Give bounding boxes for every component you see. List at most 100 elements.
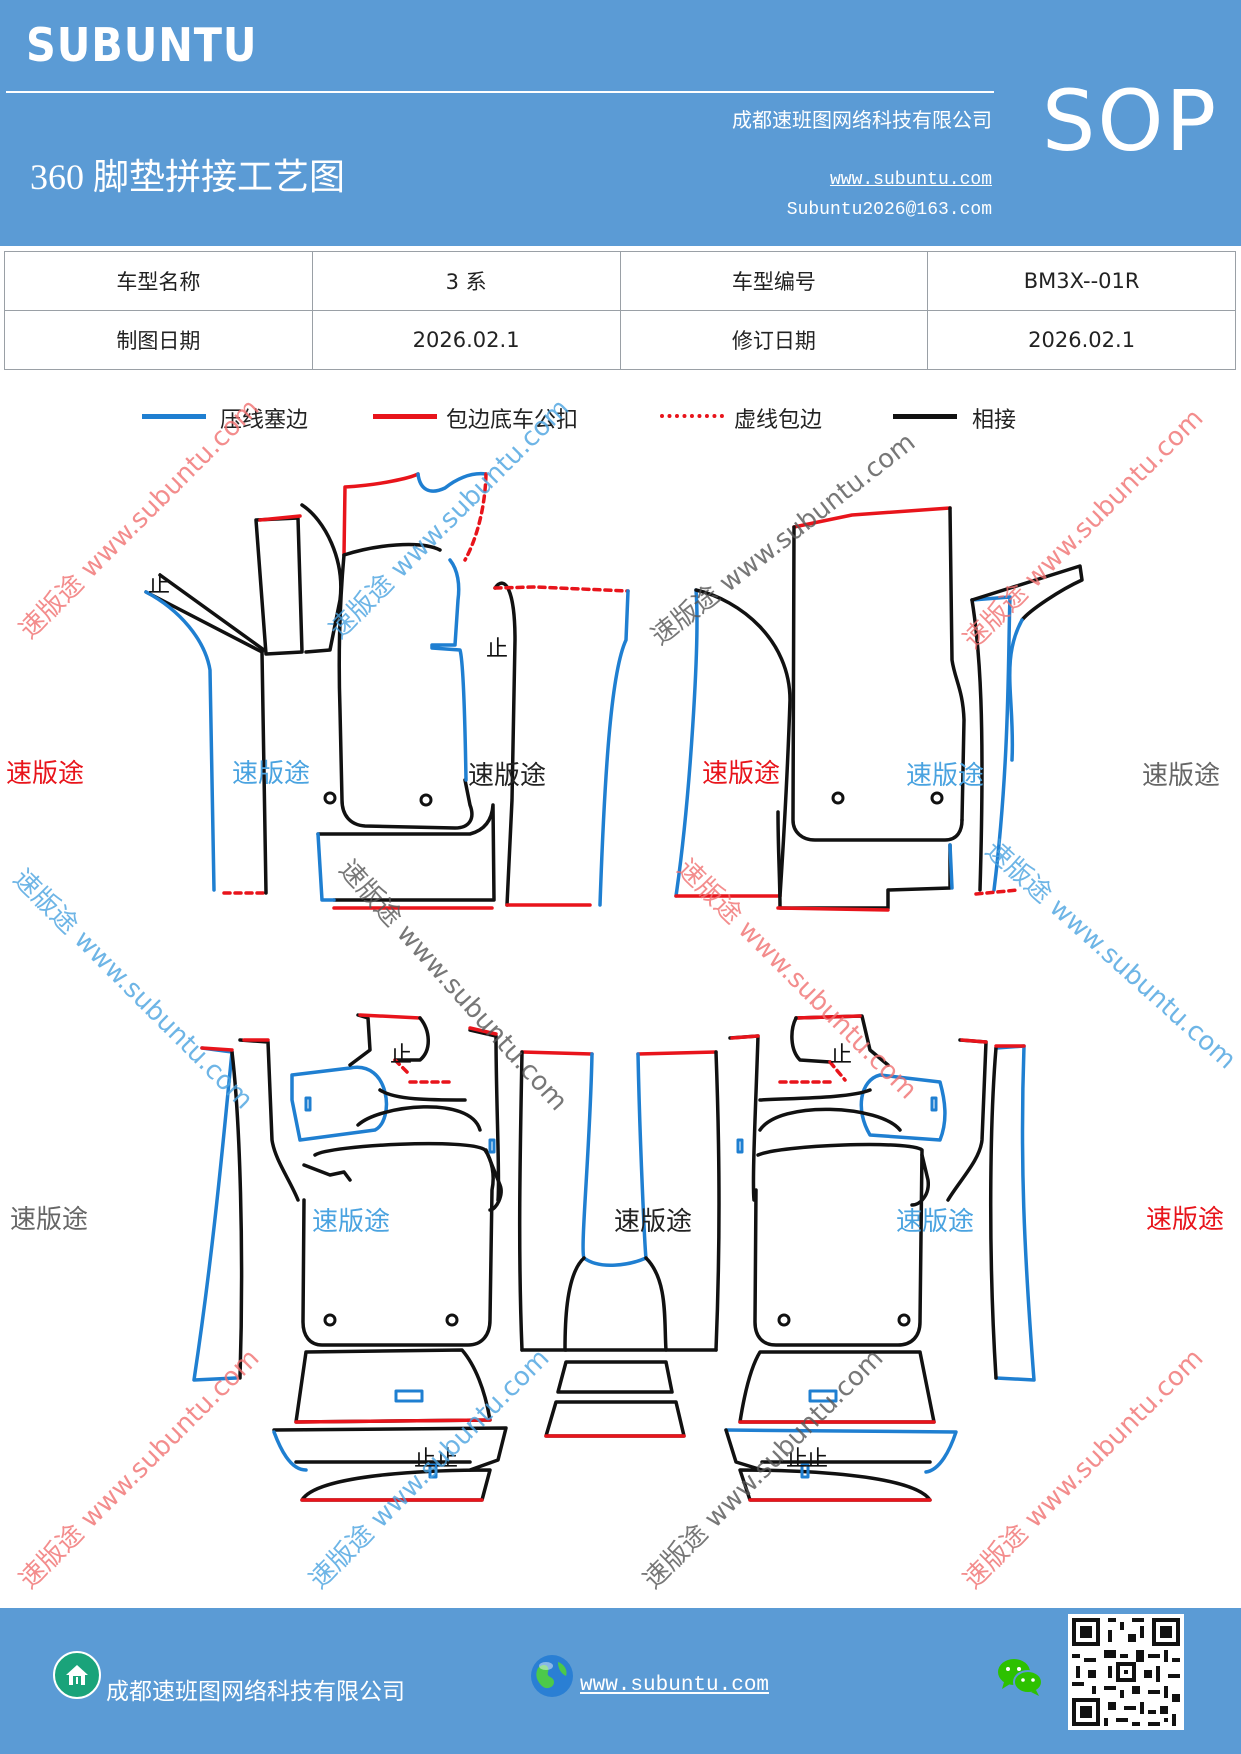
mat-slot (800, 1463, 810, 1479)
mat-edge (859, 1073, 947, 1142)
mat-slot (808, 1389, 838, 1403)
mat-group-bottom-right (724, 1014, 1036, 1502)
mat-edge (970, 595, 1012, 892)
mat-edge (970, 598, 984, 892)
watermark-text: 速版途 (232, 759, 310, 789)
watermark-text: 速版途 www.subuntu.com (638, 1343, 890, 1595)
mat-edge (636, 1050, 718, 1056)
mat-edge (730, 1034, 760, 1040)
legend-swatch-red-dashed (660, 414, 724, 418)
mat-edge (272, 1426, 508, 1472)
mat-edge (272, 1430, 308, 1472)
mat-clip-hole (445, 1313, 459, 1327)
legend-swatch-red (373, 414, 437, 419)
mat-edge (948, 506, 966, 822)
table-row: 车型名称 3 系 车型编号 BM3X--01R (4, 251, 1236, 311)
mat-edge (393, 1016, 430, 1062)
mat-edge (910, 1153, 930, 1207)
mat-edge (994, 1044, 1036, 1382)
document-title: 360 脚垫拼接工艺图 (30, 157, 346, 197)
stop-marks: 止 止 止 止 止 止 止 止 (148, 573, 852, 1472)
mat-edge (758, 1107, 902, 1132)
vehicle-info-table: 车型名称 3 系 车型编号 BM3X--01R 制图日期 2026.02.1 修… (4, 251, 1236, 370)
mat-edge (728, 1034, 760, 1202)
watermark-text: 速版途 (6, 759, 84, 789)
mat-clip-hole (323, 791, 337, 805)
mat-clip-hole (897, 1313, 911, 1327)
mat-edge (358, 1013, 422, 1020)
mat-edge (828, 1060, 847, 1082)
mat-edge (416, 471, 488, 493)
mat-edge (302, 1163, 352, 1182)
stop-mark: 止 (806, 1447, 828, 1472)
mat-edge (520, 1050, 594, 1056)
mat-edge (791, 525, 964, 842)
mat-edge (598, 589, 630, 907)
mat-edge (556, 1360, 674, 1394)
mat-edge (316, 803, 496, 902)
watermark-text: 速版途 (312, 1207, 390, 1237)
mat-edge (758, 1088, 872, 1102)
model-name-value: 3 系 (311, 251, 621, 311)
mat-group-top-right (674, 506, 1084, 912)
stop-mark: 止 (148, 573, 170, 598)
wechat-icon (998, 1659, 1043, 1696)
watermark-text: 速版途 (906, 761, 984, 791)
stop-mark: 止 (436, 1447, 458, 1472)
watermark-text: 速版途 www.subuntu.com (958, 403, 1210, 655)
mat-clip-hole (930, 791, 944, 805)
mat-edge (378, 1088, 467, 1102)
watermark-text: 速版途 www.subuntu.com (958, 1343, 1210, 1595)
mat-edge (290, 1065, 389, 1142)
legend-swatch-black (893, 414, 957, 419)
footer-banner: 成都速班图网络科技有限公司 www.subuntu.com (0, 1608, 1241, 1754)
watermark-text: 速版途 www.subuntu.com (333, 855, 573, 1117)
mat-edge (988, 1046, 998, 1380)
legend-swatch-blue (142, 414, 206, 419)
header-email: Subuntu2026@163.com (786, 200, 992, 220)
mat-slot (394, 1389, 424, 1403)
mat-clip-hole (419, 793, 433, 807)
mat-clip-hole (323, 1313, 337, 1327)
brand-watermarks: 速版途 速版途 速版途 速版途 速版途 速版途 速版途 速版途 速版途 速版途 … (6, 759, 1224, 1237)
stop-mark: 止 (830, 1043, 852, 1068)
draw-date-value: 2026.02.1 (311, 310, 621, 370)
mat-edge (230, 1050, 244, 1380)
mat-edge (300, 1468, 492, 1502)
model-code-label: 车型编号 (619, 251, 929, 311)
watermark-text: 速版途 www.subuntu.com (324, 393, 576, 645)
mat-edge (948, 843, 954, 890)
mat-edge (581, 1052, 648, 1267)
stop-mark: 止 (390, 1043, 412, 1068)
mat-edge (974, 888, 1020, 896)
mat-edge (342, 542, 442, 557)
mat-edge (294, 1418, 492, 1424)
header-website-link[interactable]: www.subuntu.com (829, 170, 992, 190)
mat-edge (316, 832, 336, 902)
mat-clip-hole (777, 1313, 791, 1327)
mat-edge (342, 472, 420, 557)
mat-edge (356, 1105, 482, 1132)
mat-edge (301, 1141, 495, 1347)
mat-edge (1008, 618, 1024, 762)
mat-edge (238, 1038, 300, 1202)
legend-label: 虚线包边 (734, 408, 823, 433)
watermark-text: 速版途 www.subuntu.com (7, 864, 259, 1116)
watermark-text: 速版途 www.subuntu.com (979, 835, 1241, 1075)
legend-label: 包边底车公扣 (446, 408, 579, 433)
footer-website-link[interactable]: www.subuntu.com (580, 1674, 770, 1697)
mat-edge (724, 1428, 764, 1472)
mat-edge (970, 564, 1084, 622)
mat-edge (468, 1026, 498, 1036)
mat-edge (792, 506, 952, 529)
mat-edge (260, 650, 268, 895)
mat-edge (753, 1142, 924, 1347)
watermark-text: 速版途 (10, 1205, 88, 1235)
mat-edge (393, 1058, 412, 1077)
mat-edge (337, 553, 474, 830)
model-code-value: BM3X--01R (927, 251, 1236, 311)
brand-logo: SUBUNTU (26, 18, 258, 72)
mat-edge (158, 573, 266, 652)
mat-group-bottom-center (517, 1050, 721, 1438)
